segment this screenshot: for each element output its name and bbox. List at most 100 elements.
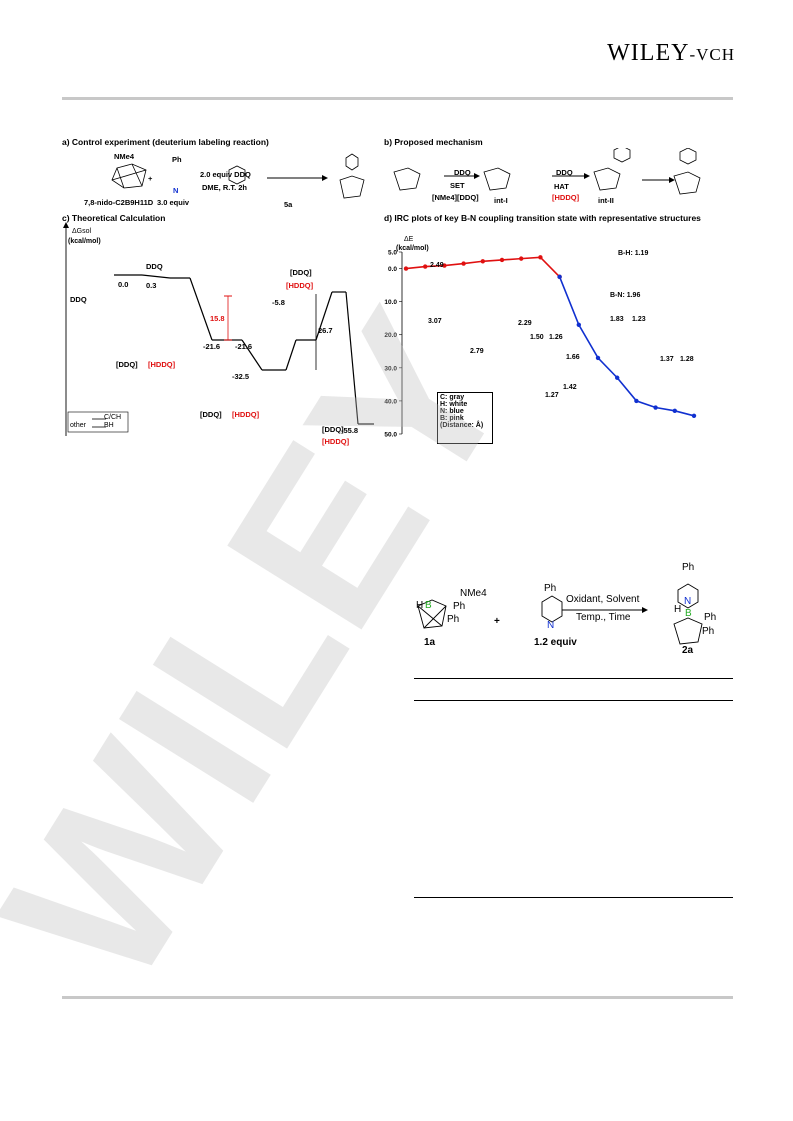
y-tick-label: -50.0 xyxy=(384,432,397,439)
pyridine-ring-icon xyxy=(679,148,697,165)
irc-point xyxy=(691,413,697,418)
table-bottom-rule xyxy=(414,897,733,898)
hddq-bracket-3: [HDDQ] xyxy=(286,281,314,290)
level-1: 0.3 xyxy=(146,281,157,290)
irc-point xyxy=(672,408,677,414)
bh-distance: B-H: 1.19 xyxy=(618,250,649,257)
panel-a-ph: Ph xyxy=(172,155,182,164)
cage-icon xyxy=(393,167,701,195)
distance-label: 1.66 xyxy=(566,354,580,361)
irc-legend: C: gray H: white N: blue B: pink (Distan… xyxy=(437,392,493,444)
irc-axis: 5.0 0.0 -10.0 -20.0 -30.0 -40.0 -50.0 xyxy=(384,250,403,439)
bn-distance: B-N: 1.96 xyxy=(610,292,641,299)
scheme-conditions-top: Oxidant, Solvent xyxy=(566,594,640,605)
ddq-bracket-2: [DDQ] xyxy=(200,410,222,419)
panel-b-title: b) Proposed mechanism xyxy=(384,137,483,147)
distance-label: 2.79 xyxy=(470,348,484,355)
panel-a-substrate-label: 7,8-nido-C2B9H11D xyxy=(84,198,154,207)
pyridine-ring-icon xyxy=(541,595,563,623)
ddq-bracket-4: [DDQ] xyxy=(322,425,344,434)
y-tick-label: -30.0 xyxy=(384,365,397,372)
pyridine-ring-icon xyxy=(613,148,631,163)
panel-a-n: N xyxy=(173,186,179,195)
irc-point xyxy=(557,274,562,280)
distance-label: 1.28 xyxy=(680,356,694,363)
irc-point xyxy=(615,375,620,380)
distance-label: 1.83 xyxy=(610,316,624,323)
panel-c-yaxis: ΔGsol xyxy=(72,228,92,235)
scheme-equiv: 1.2 equiv xyxy=(534,637,577,648)
y-tick-label: 0.0 xyxy=(388,266,397,273)
legend-cch: C/CH xyxy=(104,414,122,421)
scheme-charge: NMe4 xyxy=(460,588,487,599)
irc-series-line-1 xyxy=(558,276,695,417)
scheme-ph-1: Ph xyxy=(453,601,466,612)
distance-label: 1.50 xyxy=(530,334,544,341)
scheme-product-n: N xyxy=(684,596,692,607)
product-5a-icon xyxy=(339,153,365,199)
irc-points xyxy=(403,255,697,418)
irc-point xyxy=(595,355,601,361)
y-tick-label: 5.0 xyxy=(388,250,397,257)
level-4: -21.6 xyxy=(235,342,253,351)
barrier-2-value: 26.7 xyxy=(318,326,333,335)
y-tick-label: -10.0 xyxy=(384,299,397,306)
panel-d-yunit: (kcal/mol) xyxy=(396,245,429,252)
level-5: -5.8 xyxy=(272,298,285,307)
carborane-cage-icon xyxy=(417,599,447,629)
level-6: -55.8 xyxy=(341,426,359,435)
irc-point xyxy=(653,405,658,410)
panel-a-conditions-top: 2.0 equiv DDQ xyxy=(200,170,251,179)
hddq-bracket-2: [HDDQ] xyxy=(232,410,260,419)
irc-point xyxy=(519,256,524,261)
scheme-product-h: H xyxy=(674,604,682,615)
footer-rule xyxy=(62,996,733,999)
scheme-conditions-bottom: Temp., Time xyxy=(576,612,631,623)
irc-point xyxy=(403,266,409,271)
distance-label: 2.29 xyxy=(518,320,532,327)
panel-d-yaxis: ΔE xyxy=(404,236,414,243)
legend-bh: BH xyxy=(104,422,114,429)
irc-chart: 5.0 0.0 -10.0 -20.0 -30.0 -40.0 -50.0 xyxy=(384,250,697,439)
energy-profile-diagram xyxy=(63,222,374,436)
panel-a-equiv: 3.0 equiv xyxy=(157,198,190,207)
level-3: -32.5 xyxy=(232,372,250,381)
ddq-bracket-3: [DDQ] xyxy=(290,268,312,277)
panel-b-step2-top: DDQ xyxy=(556,168,573,177)
scheme-product: 2a xyxy=(682,645,694,656)
scheme-plus: + xyxy=(494,616,500,627)
scheme-product-b: B xyxy=(685,608,692,619)
y-tick-label: -40.0 xyxy=(384,398,397,405)
distance-label: 1.23 xyxy=(632,316,646,323)
panel-a-figure xyxy=(111,153,365,199)
level-0: 0.0 xyxy=(118,280,129,289)
publisher-logo: WILEY-VCH xyxy=(607,40,735,66)
scheme-product-ph-3: Ph xyxy=(702,626,715,637)
panel-a-title: a) Control experiment (deuterium labelin… xyxy=(62,137,269,147)
ddq-label-top: DDQ xyxy=(146,262,163,271)
hddq-bracket-1: [HDDQ] xyxy=(148,360,176,369)
scheme-reagent-n: N xyxy=(547,620,555,631)
scheme-reactant: 1a xyxy=(424,637,436,648)
panel-b-int1: int-I xyxy=(494,196,508,205)
irc-point xyxy=(480,259,485,264)
irc-point xyxy=(499,257,505,263)
panel-b-figure xyxy=(393,148,701,195)
panel-c-title: c) Theoretical Calculation xyxy=(62,213,166,223)
energy-levels xyxy=(114,274,374,425)
carborane-cage-icon xyxy=(111,163,147,189)
scheme-product-ph-2: Ph xyxy=(704,612,717,623)
scheme-product-ph: Ph xyxy=(682,562,695,573)
irc-point xyxy=(461,261,466,266)
panel-a-product: 5a xyxy=(284,200,293,209)
legend-box xyxy=(67,411,129,433)
ddq-bracket-1: [DDQ] xyxy=(116,360,138,369)
product-2a-icon xyxy=(673,583,703,645)
scheme-ph-2: Ph xyxy=(447,614,460,625)
distance-label: 1.26 xyxy=(549,334,563,341)
y-tick-label: -20.0 xyxy=(384,332,397,339)
irc-point xyxy=(423,264,428,269)
scheme-b: B xyxy=(425,600,432,611)
panel-b-step1-mid: SET xyxy=(450,181,465,190)
distance-label: 3.07 xyxy=(428,318,442,325)
